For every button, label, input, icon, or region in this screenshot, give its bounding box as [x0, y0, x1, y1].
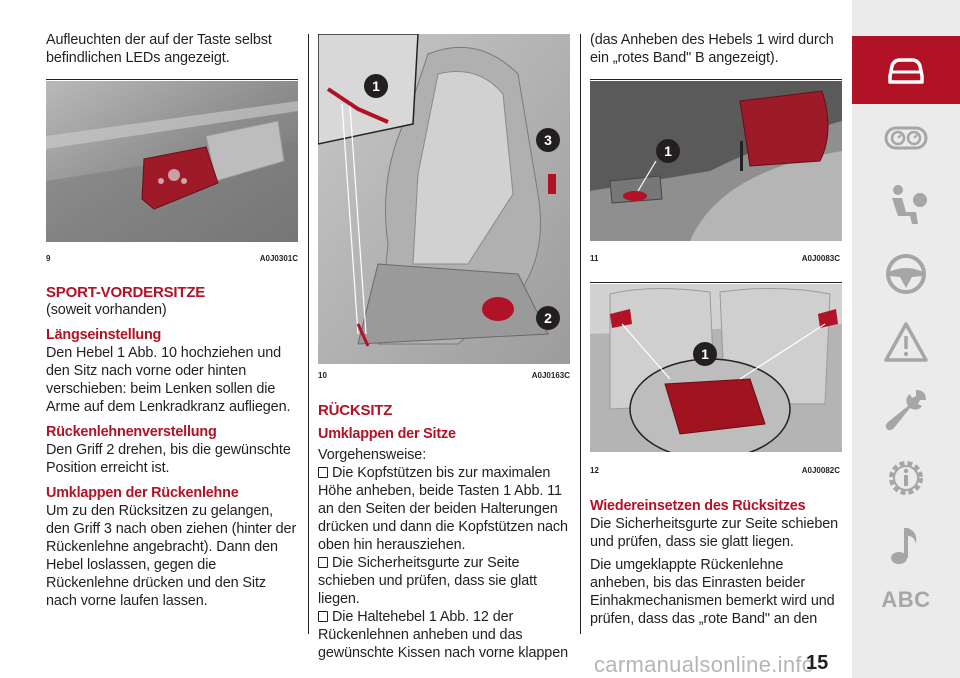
figure-9-top-rule [46, 79, 298, 80]
section-title-sport-seats: SPORT-VORDERSITZE [46, 284, 206, 301]
gear-info-icon [889, 461, 923, 495]
para-umklappen-lehne: Um zu den Rücksitzen zu gelangen, den Gr… [46, 503, 297, 609]
sidebar-warning-tab[interactable] [852, 308, 960, 376]
para-wiedereinsetzen-1: Die Sicherheitsgurte zur Seite schieben … [590, 516, 839, 550]
figure-10-image: 1 2 3 [318, 34, 570, 364]
para-wiedereinsetzen-2: Die umgeklappte Rückenlehne anheben, bis… [590, 557, 835, 627]
heading-laengseinstellung: Längseinstellung [46, 327, 162, 343]
bullet-3: Die Haltehebel 1 Abb. 12 der Rückenlehne… [318, 609, 569, 661]
dashboard-gauges-icon [884, 126, 928, 150]
sidebar-index-tab[interactable]: ABC [852, 566, 960, 634]
checkbox-bullet-icon [318, 467, 328, 478]
watermark: carmanualsonline.info [594, 652, 815, 677]
callout-1: 1 [372, 78, 380, 94]
car-icon [888, 58, 924, 84]
sidebar-safety-tab[interactable] [852, 172, 960, 240]
figure-11-number: 11 [590, 254, 599, 263]
callout-1-fig11: 1 [664, 143, 672, 159]
figure-9-image [46, 81, 298, 242]
figure-12-top-rule [590, 282, 842, 283]
column-divider-1 [308, 34, 309, 634]
seated-person-airbag-icon [892, 185, 927, 224]
wrench-icon [885, 390, 926, 431]
para-vorgehensweise: Vorgehensweise: [318, 447, 427, 463]
sidebar-driving-tab[interactable] [852, 240, 960, 308]
column-divider-2 [580, 34, 581, 634]
callout-3: 3 [544, 132, 552, 148]
callout-1-fig12: 1 [701, 346, 709, 362]
para-laengseinstellung: Den Hebel 1 Abb. 10 hochziehen und den S… [46, 345, 291, 415]
warning-triangle-icon [884, 322, 928, 362]
figure-11-image: 1 [590, 81, 842, 241]
checkbox-bullet-icon [318, 611, 328, 622]
heading-umklappen-sitze: Umklappen der Sitze [318, 426, 456, 442]
figure-9-number: 9 [46, 254, 51, 263]
checkbox-bullet-icon [318, 557, 328, 568]
sidebar-dashboard-tab[interactable] [852, 104, 960, 172]
figure-12-image: 1 [590, 284, 842, 452]
section-title-ruecksitz: RÜCKSITZ [318, 402, 393, 419]
section-subtitle: (soweit vorhanden) [46, 302, 167, 318]
heading-umklappen-lehne: Umklappen der Rückenlehne [46, 485, 239, 501]
heading-wiedereinsetzen: Wiedereinsetzen des Rücksitzes [590, 498, 806, 514]
column-1-body: SPORT-VORDERSITZE (soweit vorhanden) Län… [46, 284, 300, 610]
sidebar-specs-tab[interactable] [852, 444, 960, 512]
chapter-sidebar: ABC [852, 0, 960, 678]
sidebar-service-tab[interactable] [852, 376, 960, 444]
steering-wheel-icon [886, 254, 926, 294]
figure-10-number: 10 [318, 371, 327, 380]
figure-12-code: A0J0082C [801, 466, 840, 475]
figure-12-number: 12 [590, 466, 599, 475]
music-note-icon [891, 528, 917, 564]
figure-9-code: A0J0301C [259, 254, 298, 263]
column-2-body: RÜCKSITZ Umklappen der Sitze Vorgehenswe… [318, 402, 572, 662]
heading-rueckenlehne: Rückenlehnenverstellung [46, 424, 217, 440]
page-number: 15 [806, 652, 829, 674]
column-3-body: Wiedereinsetzen des Rücksitzes Die Siche… [590, 497, 844, 628]
figure-10-code: A0J0163C [531, 371, 570, 380]
para-rueckenlehne: Den Griff 2 drehen, bis die gewünschte P… [46, 442, 291, 476]
sidebar-car-tab[interactable] [852, 36, 960, 104]
intro-text-col3: (das Anheben des Hebels 1 wird durch ein… [590, 32, 834, 66]
bullet-2: Die Sicherheitsgurte zur Seite schieben … [318, 555, 537, 607]
sidebar-multimedia-tab[interactable] [852, 512, 960, 580]
intro-text: Aufleuchten der auf der Taste selbst bef… [46, 32, 272, 66]
figure-11-code: A0J0083C [801, 254, 840, 263]
callout-2: 2 [544, 310, 552, 326]
bullet-1: Die Kopfstützen bis zur maximalen Höhe a… [318, 465, 568, 553]
figure-11-top-rule [590, 79, 842, 80]
abc-index-label: ABC [881, 587, 931, 612]
